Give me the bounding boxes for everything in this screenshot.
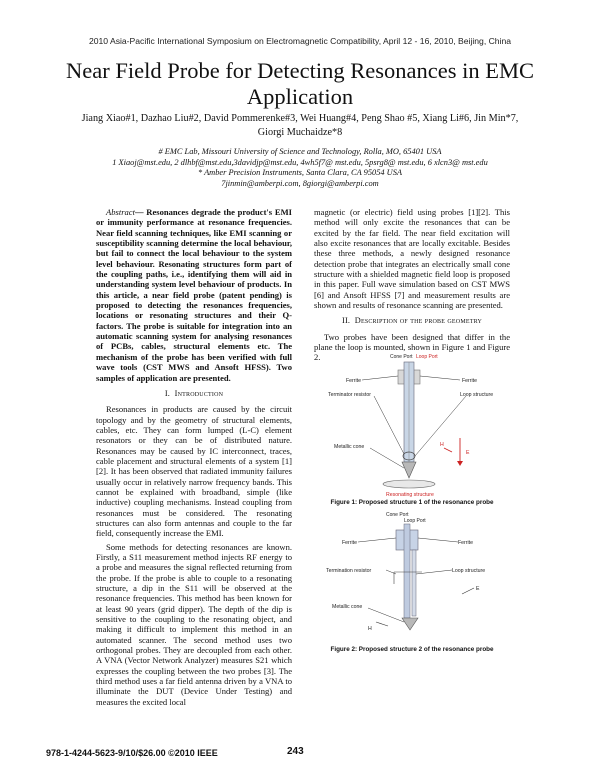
label-cone-port: Cone Port — [390, 354, 413, 360]
label-metallic-cone-2: Metallic cone — [332, 604, 362, 610]
section-1-title: Introduction — [174, 388, 224, 398]
abstract: Abstract— Resonances degrade the product… — [96, 207, 292, 383]
emails-1: 1 Xiaoj@mst.edu, 2 dlhbf@mst.edu,3davidj… — [112, 157, 488, 167]
right-paragraph-2: Two probes have been designed that diffe… — [314, 331, 510, 363]
figure-2-diagram: Cone Port Loop Port Ferrite Ferrite Term… — [326, 512, 485, 632]
right-column: magnetic (or electric) field using probe… — [314, 207, 510, 363]
label-terminator-resistor: Terminator resistor — [328, 392, 371, 398]
section-1-number: I. — [164, 388, 171, 398]
label-ferrite-right: Ferrite — [462, 378, 477, 384]
author-list: Jiang Xiao#1, Dazhao Liu#2, David Pommer… — [40, 112, 560, 140]
affiliations: # EMC Lab, Missouri University of Scienc… — [40, 147, 560, 189]
right-paragraph-1: magnetic (or electric) field using probe… — [314, 207, 510, 311]
conference-header: 2010 Asia-Pacific International Symposiu… — [88, 36, 512, 46]
section-1-heading: I. Introduction — [96, 389, 292, 399]
e-field-arrow-2 — [461, 587, 475, 595]
intro-paragraph-1: Resonances in products are caused by the… — [96, 404, 292, 539]
abstract-label: Abstract — [106, 207, 135, 217]
authors-line-2: Giorgi Muchaidze*8 — [257, 127, 343, 138]
section-2-heading: II. Description of the probe geometry — [314, 316, 510, 326]
label-loop-structure-2: Loop structure — [452, 568, 485, 574]
probe-shaft-2b — [411, 549, 417, 617]
label-ferrite-2-right: Ferrite — [458, 540, 473, 546]
metallic-cone-shape-2 — [401, 617, 419, 631]
label-termination-resistor: Termination resistor — [326, 568, 372, 574]
isbn-footer: 978-1-4244-5623-9/10/$26.00 ©2010 IEEE — [46, 748, 218, 758]
label-resonating-structure: Resonating structure — [386, 492, 434, 498]
page-number: 243 — [287, 746, 304, 757]
label-loop-structure: Loop structure — [460, 392, 493, 398]
affiliation-1: # EMC Lab, Missouri University of Scienc… — [158, 147, 442, 156]
intro-paragraph-2: Some methods for detecting resonances ar… — [96, 541, 292, 707]
authors-line-1: Jiang Xiao#1, Dazhao Liu#2, David Pommer… — [81, 113, 519, 124]
label-loop-port: Loop Port — [416, 354, 438, 360]
label-h: H — [440, 442, 444, 448]
affiliation-2: * Amber Precision Instruments, Santa Cla… — [197, 168, 403, 177]
probe-shaft-2a — [403, 523, 411, 619]
resonating-structure-shape — [382, 479, 436, 489]
label-h-2: H — [368, 626, 372, 632]
label-ferrite-left: Ferrite — [346, 378, 361, 384]
section-2-title: Description of the probe geometry — [354, 316, 482, 326]
paper-title: Near Field Probe for Detecting Resonance… — [65, 58, 534, 109]
emails-2: 7jinmin@amberpi.com, 8giorgi@amberpi.com — [221, 178, 379, 188]
label-loop-port-2: Loop Port — [404, 518, 426, 524]
figure-2-caption: Figure 2: Proposed structure 2 of the re… — [330, 646, 494, 653]
h-field-arrow-2 — [375, 621, 389, 627]
left-column: Abstract— Resonances degrade the product… — [96, 207, 292, 707]
h-field-arrow — [443, 447, 453, 453]
figure-1-diagram: Cone Port Loop Port Ferrite Ferrite Term… — [328, 354, 493, 498]
label-e-2: E — [476, 586, 480, 592]
abstract-text: — Resonances degrade the product's EMI o… — [96, 207, 292, 383]
label-metallic-cone: Metallic cone — [334, 444, 364, 450]
label-cone-port-2: Cone Port — [386, 512, 409, 518]
label-e: E — [466, 450, 470, 456]
metallic-cone-shape — [401, 461, 417, 479]
section-2-number: II. — [342, 316, 351, 326]
figure-1-caption: Figure 1: Proposed structure 1 of the re… — [330, 499, 494, 506]
label-ferrite-2-left: Ferrite — [342, 540, 357, 546]
